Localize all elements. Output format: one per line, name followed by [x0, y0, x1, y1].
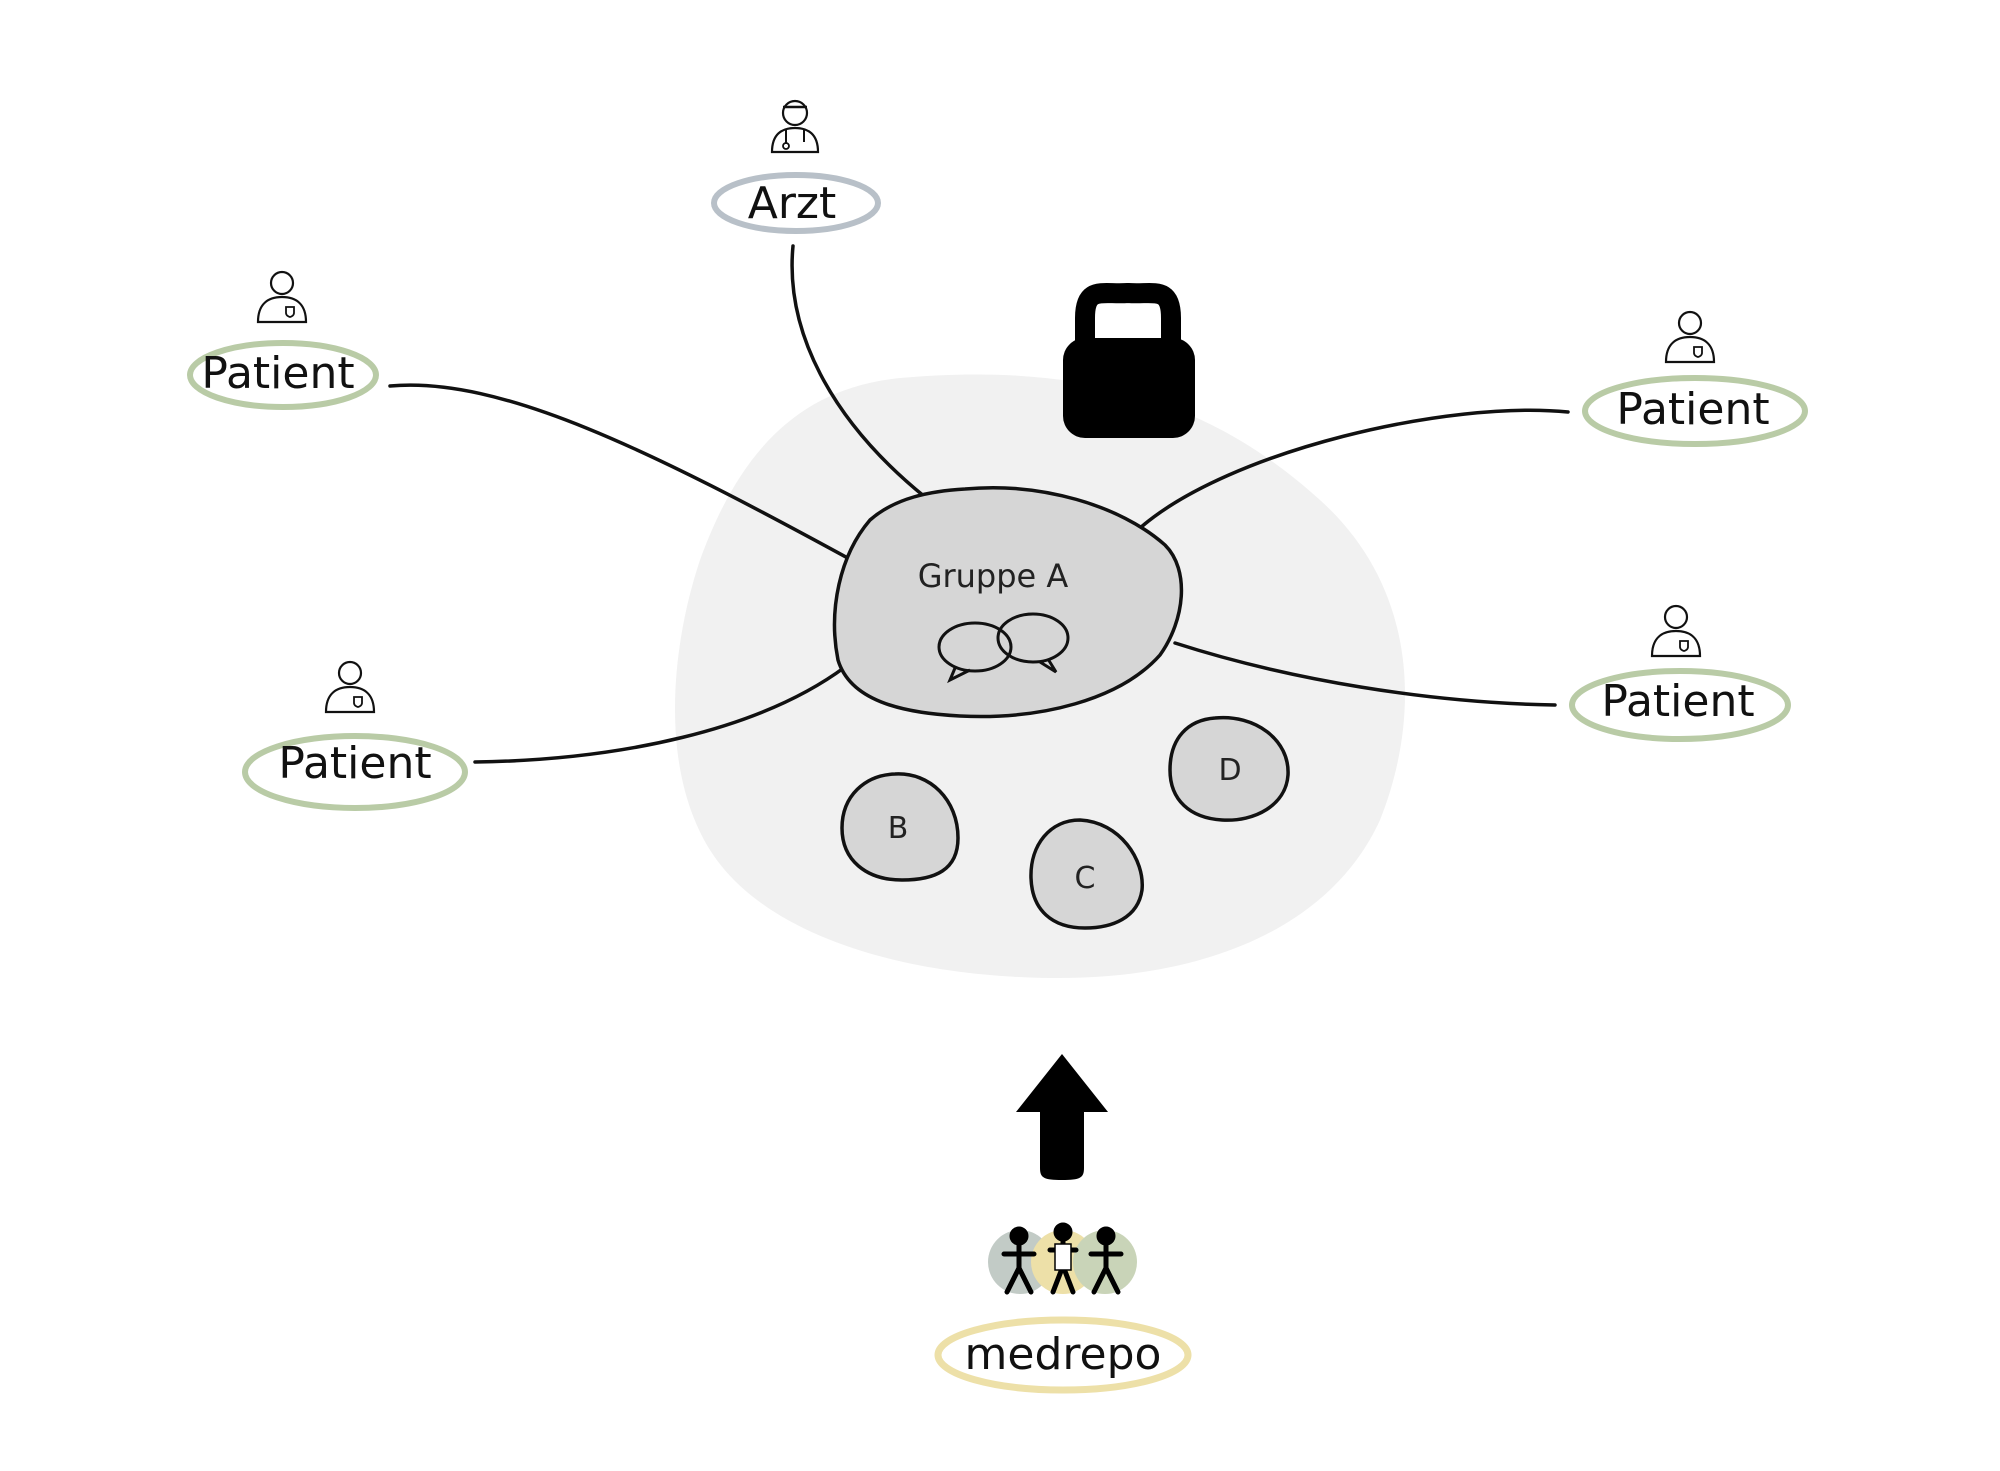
group-b-label: B [888, 811, 909, 846]
patient-top-right-ring [1582, 375, 1808, 447]
doctor-icon [770, 99, 820, 154]
patient-top-left-ring [187, 340, 379, 410]
connector-doctor [790, 244, 927, 499]
brand-ring [934, 1316, 1192, 1394]
doctor-ring [711, 172, 881, 234]
chat-bubbles-icon [937, 612, 1070, 684]
connector-patient-top-right [1138, 408, 1570, 530]
group-b-blob [840, 772, 960, 882]
arrow-up-icon [1016, 1054, 1108, 1180]
connector-patient-bottom-left [473, 665, 847, 764]
people-group-icon [988, 1222, 1137, 1295]
group-a-blob [832, 486, 1184, 719]
group-c-label: C [1075, 861, 1096, 896]
patient-bottom-left-ring [242, 733, 468, 811]
brand-name: medrepo [965, 1329, 1162, 1380]
patient-icon [324, 660, 376, 714]
group-c-blob [1029, 818, 1144, 930]
patient-top-right-label: Patient [1616, 384, 1769, 435]
doctor-label: Arzt [748, 178, 837, 229]
group-d-label: D [1218, 753, 1241, 788]
patient-icon [1664, 310, 1716, 364]
patient-icon [1650, 604, 1702, 658]
connector-patient-bottom-right [1173, 641, 1557, 707]
patient-top-left-label: Patient [201, 348, 354, 399]
group-d-blob [1168, 715, 1290, 822]
patient-bottom-right-ring [1569, 668, 1791, 742]
patient-icon [256, 270, 308, 324]
connector-patient-top-left [388, 383, 857, 564]
patient-bottom-left-label: Patient [278, 738, 431, 789]
patient-bottom-right-label: Patient [1601, 676, 1754, 727]
lock-icon [1063, 282, 1195, 438]
group-a-label: Gruppe A [918, 557, 1069, 595]
